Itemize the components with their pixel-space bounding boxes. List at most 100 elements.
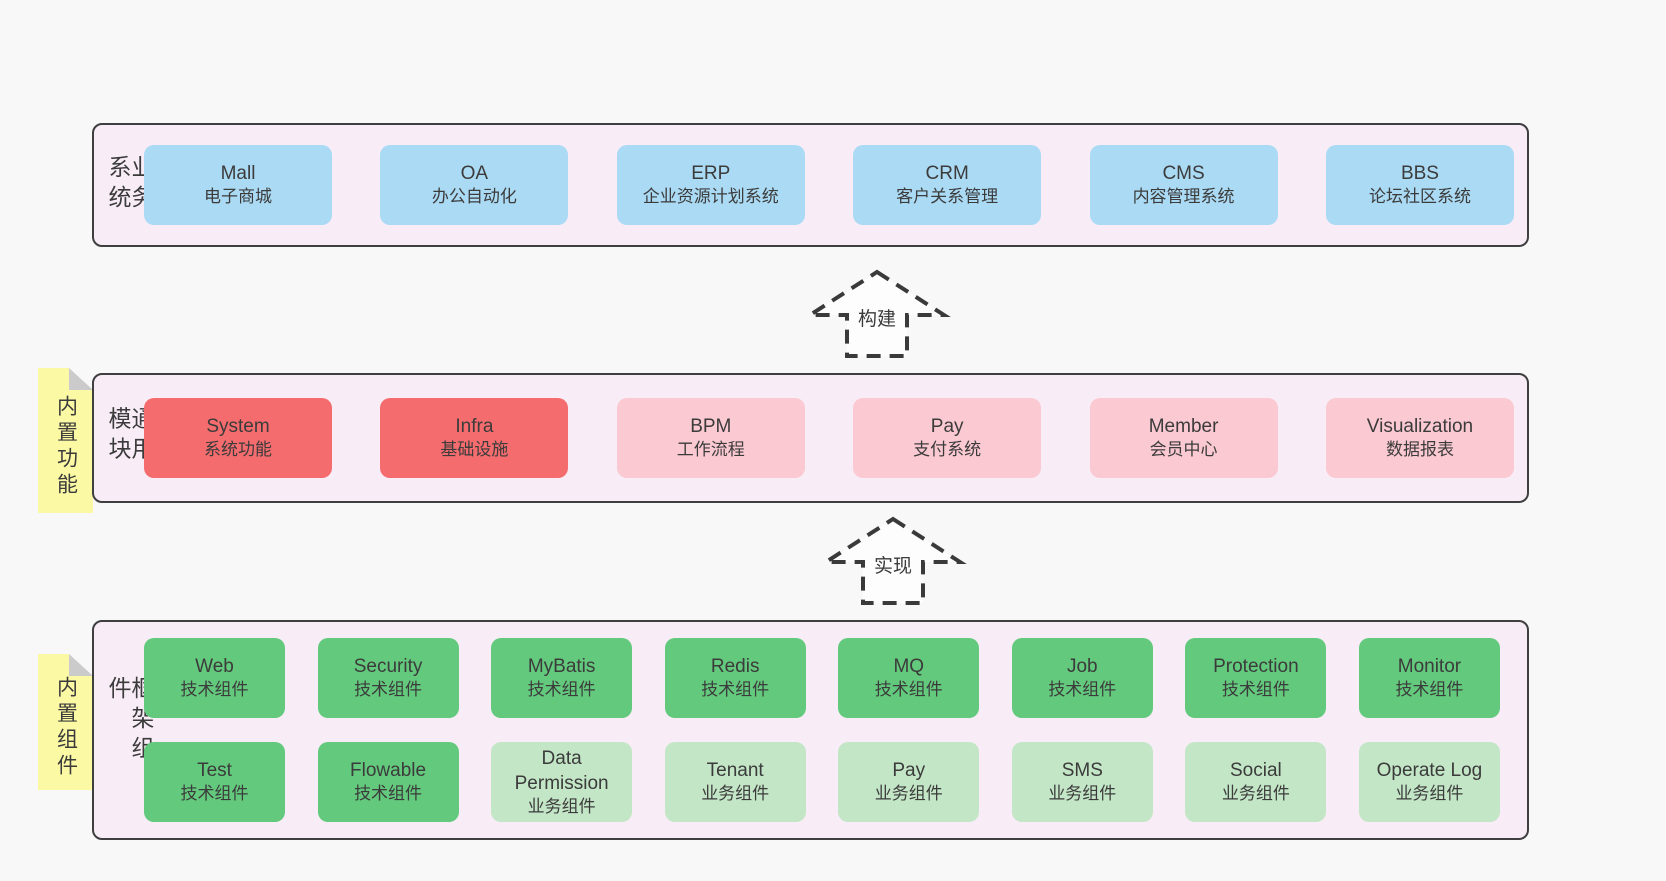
box-title: Mall xyxy=(220,163,256,185)
box-title: Operate Log xyxy=(1376,760,1483,782)
box-title: CRM xyxy=(925,163,969,185)
box-title: Flowable xyxy=(350,760,427,782)
box-title: Protection xyxy=(1213,656,1299,678)
box-subtitle: 技术组件 xyxy=(527,680,596,700)
box-subtitle: 技术组件 xyxy=(1395,680,1464,700)
arrow-label-bg xyxy=(865,551,921,578)
box-title: Infra xyxy=(455,416,494,438)
box-title: SMS xyxy=(1061,760,1103,782)
box-subtitle: 支付系统 xyxy=(913,440,982,460)
sticky-note-label: 内置功能 xyxy=(54,394,78,499)
box-title: Social xyxy=(1230,760,1282,782)
arrow-label: 构建 xyxy=(858,308,896,330)
box-title: Tenant xyxy=(706,760,764,782)
box-title: Monitor xyxy=(1397,656,1462,678)
box-subtitle: 数据报表 xyxy=(1385,440,1454,460)
box-title: Pay xyxy=(892,760,926,782)
box-subtitle: 业务组件 xyxy=(1048,784,1117,804)
box-title: System xyxy=(206,416,270,438)
box-subtitle: 技术组件 xyxy=(874,680,943,700)
arrow-implement-up: 实现 xyxy=(819,516,967,605)
box-title: Web xyxy=(195,656,234,678)
box-title: Data Permission xyxy=(514,747,609,794)
box-subtitle: 技术组件 xyxy=(1048,680,1117,700)
arrow-label-bg xyxy=(849,304,905,331)
box-title: ERP xyxy=(691,163,731,185)
box-title: Redis xyxy=(710,656,760,678)
box-subtitle: 业务组件 xyxy=(701,784,770,804)
box-title: BPM xyxy=(690,416,732,438)
box-subtitle: 会员中心 xyxy=(1149,440,1218,460)
box-title: OA xyxy=(460,163,489,185)
box-subtitle: 企业资源计划系统 xyxy=(642,187,779,207)
box-title: Job xyxy=(1066,656,1098,678)
box-subtitle: 工作流程 xyxy=(676,440,745,460)
box-subtitle: 技术组件 xyxy=(701,680,770,700)
box-subtitle: 论坛社区系统 xyxy=(1368,187,1471,207)
box-subtitle: 业务组件 xyxy=(527,796,596,816)
arrow-label: 实现 xyxy=(874,555,912,577)
box-subtitle: 基础设施 xyxy=(440,440,509,460)
box-subtitle: 技术组件 xyxy=(1221,680,1290,700)
box-subtitle: 技术组件 xyxy=(354,784,423,804)
box-subtitle: 技术组件 xyxy=(180,784,249,804)
sticky-note-framework-components: 内置组件 xyxy=(38,654,93,790)
box-title: Visualization xyxy=(1366,416,1474,438)
box-title: MyBatis xyxy=(527,656,596,678)
box-subtitle: 业务组件 xyxy=(1395,784,1464,804)
box-subtitle: 技术组件 xyxy=(354,680,423,700)
box-title: Test xyxy=(197,760,232,782)
box-subtitle: 业务组件 xyxy=(874,784,943,804)
box-title: Security xyxy=(353,656,423,678)
box-title: MQ xyxy=(893,656,925,678)
box-subtitle: 技术组件 xyxy=(180,680,249,700)
box-subtitle: 办公自动化 xyxy=(431,187,517,207)
box-title: Member xyxy=(1148,416,1219,438)
box-subtitle: 业务组件 xyxy=(1221,784,1290,804)
box-subtitle: 内容管理系统 xyxy=(1132,187,1235,207)
box-subtitle: 电子商城 xyxy=(204,187,272,207)
box-subtitle: 客户关系管理 xyxy=(896,187,999,207)
sticky-note-label: 内置组件 xyxy=(54,676,78,780)
box-title: CMS xyxy=(1162,163,1205,185)
box-title: BBS xyxy=(1400,163,1439,185)
box-subtitle: 系统功能 xyxy=(204,440,272,460)
sticky-note-common-modules: 内置功能 xyxy=(38,368,93,513)
